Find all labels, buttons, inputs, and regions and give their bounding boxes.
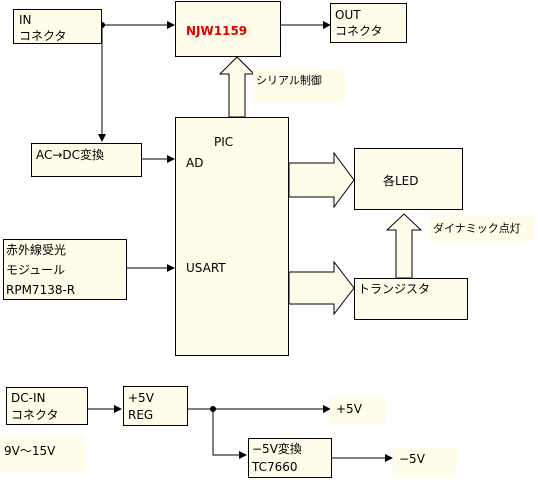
dynamic-lighting-label-bg: [430, 215, 534, 241]
ir-module-line3: RPM7138-R: [6, 283, 76, 297]
ir-module-block: 赤外線受光 モジュール RPM7138-R: [3, 239, 127, 300]
transistor-block: トランジスタ: [354, 278, 468, 320]
dcin-line2: コネクタ: [11, 408, 59, 422]
junction-dot-5v: [210, 406, 216, 412]
in-connector-line2: コネクタ: [19, 29, 67, 43]
led-block: 各LED: [354, 148, 463, 210]
ac-dc-label: AC→DC変換: [36, 148, 105, 162]
serial-control-label: シリアル制御: [256, 74, 322, 87]
dcin-line1: DC-IN: [11, 391, 46, 405]
ir-module-line1: 赤外線受光: [6, 243, 67, 257]
serial-control-label-bg: [253, 70, 345, 102]
input-range-label: 9V〜15V: [4, 444, 56, 458]
neg5v-converter-block: −5V変換 TC7660: [248, 438, 332, 478]
pic-to-transistor-block-arrow: [288, 260, 355, 316]
reg-line1: +5V: [128, 391, 154, 405]
transistor-label: トランジスタ: [358, 282, 431, 296]
led-label: 各LED: [383, 174, 419, 188]
input-range-label-bg: [0, 436, 85, 471]
neg5v-label: −5V: [399, 452, 425, 466]
neg5v-label-bg: [393, 447, 457, 477]
in-connector-line1: IN: [19, 13, 32, 27]
out-connector-block: OUT コネクタ: [330, 3, 407, 43]
reg-line2: REG: [128, 408, 154, 422]
ir-module-line2: モジュール: [6, 263, 66, 277]
dynamic-lighting-label: ダイナミック点灯: [433, 222, 521, 235]
pos5v-label-bg: [330, 398, 386, 424]
pic-port-ad: AD: [186, 156, 204, 170]
pic-port-usart: USART: [186, 261, 226, 275]
njw1159-block: NJW1159: [175, 1, 281, 57]
in-connector-block: IN コネクタ: [13, 9, 102, 44]
ac-dc-converter-block: AC→DC変換: [31, 143, 142, 177]
dynamic-lighting-block-arrow: [385, 213, 423, 279]
regulator-block: +5V REG: [123, 386, 188, 426]
neg5v-line1: −5V変換: [252, 442, 302, 456]
branch-to-neg5v-arrow: [212, 409, 247, 459]
pic-title: PIC: [214, 135, 234, 149]
pos5v-label: +5V: [336, 402, 362, 416]
pic-block: PIC AD USART: [175, 117, 289, 356]
njw1159-label: NJW1159: [186, 24, 248, 38]
out-connector-line2: コネクタ: [335, 24, 383, 38]
neg5v-line2: TC7660: [252, 460, 298, 474]
out-connector-line1: OUT: [335, 8, 361, 22]
serial-control-block-arrow: [218, 56, 256, 118]
pic-to-leds-block-arrow: [288, 151, 355, 209]
dcin-connector-block: DC-IN コネクタ: [6, 387, 88, 425]
